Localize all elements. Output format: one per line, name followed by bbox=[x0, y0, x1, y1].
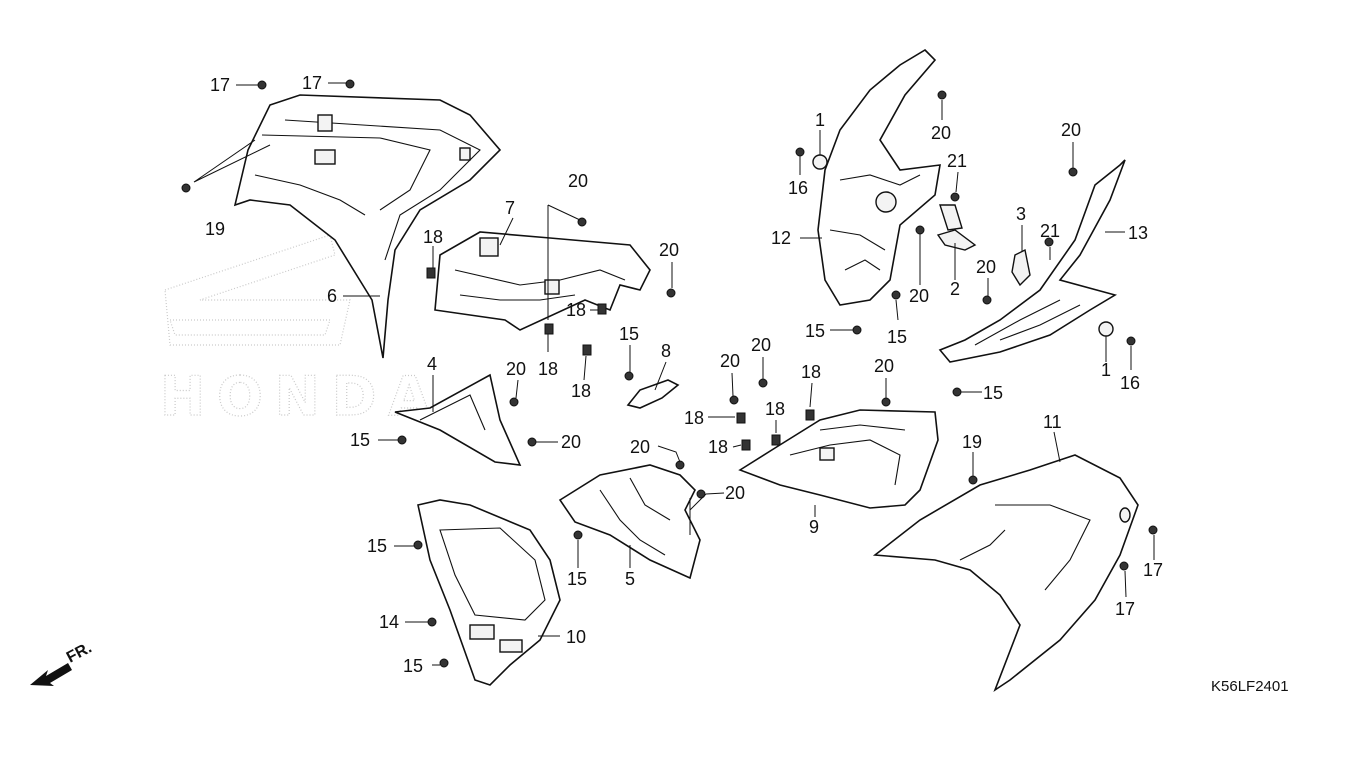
callout-12: 12 bbox=[771, 228, 791, 248]
part-12-side-panel bbox=[817, 48, 941, 306]
callout-21: 21 bbox=[947, 151, 967, 171]
callout-4: 4 bbox=[427, 354, 437, 374]
callout-20: 20 bbox=[874, 356, 894, 376]
callout-7: 7 bbox=[505, 198, 515, 218]
part-13-side-panel bbox=[938, 159, 1126, 363]
callout-15: 15 bbox=[367, 536, 387, 556]
callout-16: 16 bbox=[1120, 373, 1140, 393]
part-7-inner-bracket bbox=[434, 231, 651, 331]
diagram-code: K56LF2401 bbox=[1211, 678, 1289, 695]
callout-18: 18 bbox=[765, 399, 785, 419]
callout-15: 15 bbox=[619, 324, 639, 344]
callout-14: 14 bbox=[379, 612, 399, 632]
callout-20: 20 bbox=[720, 351, 740, 371]
callout-18: 18 bbox=[684, 408, 704, 428]
part-6-front-cowl bbox=[233, 94, 502, 359]
direction-label: FR. bbox=[64, 639, 95, 666]
callout-20: 20 bbox=[630, 437, 650, 457]
callout-8: 8 bbox=[661, 341, 671, 361]
callout-18: 18 bbox=[708, 437, 728, 457]
callout-11: 11 bbox=[1043, 412, 1062, 432]
callout-20: 20 bbox=[659, 240, 679, 260]
callout-15: 15 bbox=[567, 569, 587, 589]
callout-15: 15 bbox=[983, 383, 1003, 403]
part-11-side-fairing bbox=[872, 454, 1139, 693]
callout-5: 5 bbox=[625, 569, 635, 589]
callout-17: 17 bbox=[1143, 560, 1163, 580]
callout-19: 19 bbox=[962, 432, 982, 452]
callout-15: 15 bbox=[403, 656, 423, 676]
callout-2: 2 bbox=[950, 279, 960, 299]
callout-20: 20 bbox=[568, 171, 588, 191]
callout-9: 9 bbox=[809, 517, 819, 537]
callout-20: 20 bbox=[751, 335, 771, 355]
callout-18: 18 bbox=[801, 362, 821, 382]
callout-20: 20 bbox=[725, 483, 745, 503]
callout-17: 17 bbox=[1115, 599, 1135, 619]
callout-15: 15 bbox=[350, 430, 370, 450]
part-5-center-cover bbox=[558, 464, 701, 580]
callout-17: 17 bbox=[210, 75, 230, 95]
part-2-bracket bbox=[936, 204, 977, 251]
callout-15: 15 bbox=[805, 321, 825, 341]
callout-labels: 17 17 19 6 7 18 20 20 18 18 18 15 8 4 20… bbox=[205, 73, 1163, 676]
callout-20: 20 bbox=[506, 359, 526, 379]
callout-6: 6 bbox=[327, 286, 337, 306]
part-4-lower-panel bbox=[394, 373, 522, 466]
callout-13: 13 bbox=[1128, 223, 1148, 243]
direction-arrow-icon bbox=[30, 663, 72, 686]
callout-15: 15 bbox=[887, 327, 907, 347]
callout-18: 18 bbox=[423, 227, 443, 247]
callout-20: 20 bbox=[561, 432, 581, 452]
callout-1: 1 bbox=[1101, 360, 1111, 380]
part-3-bracket bbox=[1011, 248, 1031, 287]
callout-10: 10 bbox=[566, 627, 586, 647]
leader-lines bbox=[193, 82, 1155, 666]
part-9-undertray bbox=[738, 409, 939, 509]
callout-21: 21 bbox=[1040, 221, 1060, 241]
callout-20: 20 bbox=[1061, 120, 1081, 140]
callout-17: 17 bbox=[302, 73, 322, 93]
callout-18: 18 bbox=[538, 359, 558, 379]
part-10-side-cover bbox=[417, 499, 561, 686]
callout-16: 16 bbox=[788, 178, 808, 198]
callout-20: 20 bbox=[909, 286, 929, 306]
callout-20: 20 bbox=[976, 257, 996, 277]
callout-18: 18 bbox=[566, 300, 586, 320]
callout-20: 20 bbox=[931, 123, 951, 143]
part-8-clip bbox=[626, 379, 680, 409]
callout-3: 3 bbox=[1016, 204, 1026, 224]
callout-1: 1 bbox=[815, 110, 825, 130]
watermark-text: HONDA bbox=[160, 365, 430, 428]
callout-19: 19 bbox=[205, 219, 225, 239]
callout-18: 18 bbox=[571, 381, 591, 401]
front-direction-indicator: FR. bbox=[30, 639, 95, 686]
